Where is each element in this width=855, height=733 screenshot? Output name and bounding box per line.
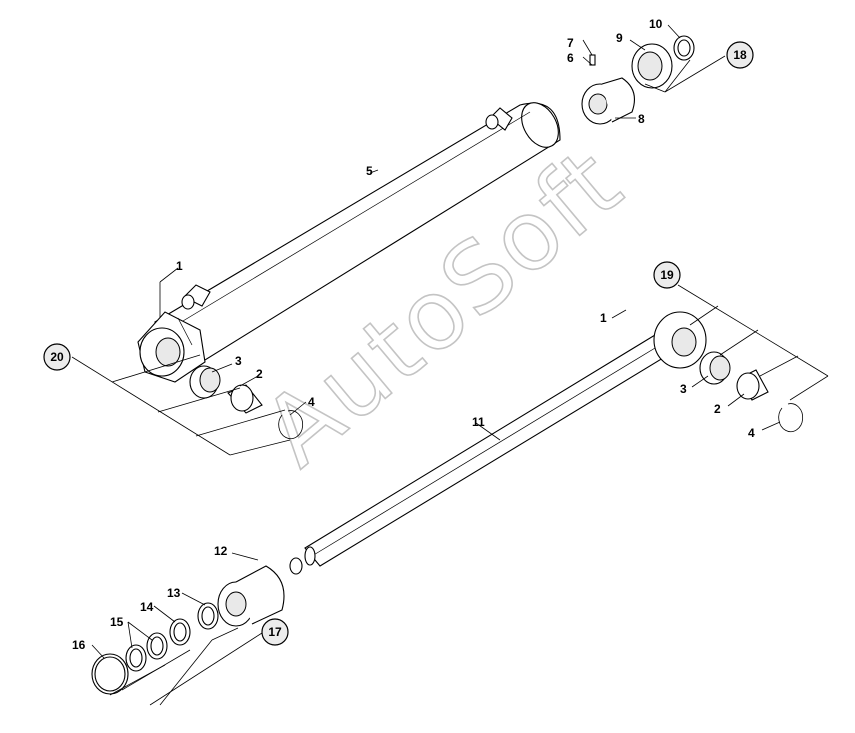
callout-12: 12: [214, 544, 228, 558]
wiper-ring: [631, 43, 673, 89]
snap-ring-right: [778, 403, 804, 432]
svg-text:19: 19: [660, 268, 674, 282]
callout-4-left: 4: [308, 395, 315, 409]
callout-15: 15: [110, 615, 124, 629]
bushing-right: [699, 351, 731, 385]
svg-text:17: 17: [268, 625, 282, 639]
callout-13: 13: [167, 586, 181, 600]
callout-8: 8: [638, 112, 645, 126]
callout-10: 10: [649, 17, 663, 31]
snap-ring-left: [278, 410, 304, 439]
callout-1-rod: 1: [600, 311, 607, 325]
callout-2-left: 2: [256, 367, 263, 381]
callout-14: 14: [140, 600, 154, 614]
callout-6: 6: [567, 51, 574, 65]
callout-9: 9: [616, 31, 623, 45]
piston: [217, 565, 285, 627]
bushing-left: [189, 365, 221, 399]
pin-left: [227, 384, 263, 414]
callout-5: 5: [366, 164, 373, 178]
callout-16: 16: [72, 638, 86, 652]
gland-head: [581, 54, 635, 125]
leader-lines: [71, 24, 829, 706]
seal-13: [197, 602, 219, 630]
pin-right: [736, 369, 769, 401]
callout-4-right: 4: [748, 426, 755, 440]
assembly-17: 17: [261, 618, 289, 646]
callout-2-right: 2: [714, 402, 721, 416]
svg-text:18: 18: [733, 48, 747, 62]
seal-15a: [146, 632, 168, 660]
seal-14: [169, 618, 191, 646]
callout-labels: 1 5 7 6 8 9 10 3 2 4 1 3 2 4 11 12 13 14…: [72, 17, 755, 652]
callout-3-left: 3: [235, 354, 242, 368]
callout-1-cylinder: 1: [176, 259, 183, 273]
piston-rod: [289, 311, 707, 575]
cylinder-barrel: [137, 102, 561, 383]
callout-11: 11: [472, 415, 485, 429]
assembly-19: 19: [653, 261, 681, 289]
o-ring-10: [673, 35, 695, 61]
assembly-20: 20: [43, 343, 71, 371]
svg-text:20: 20: [50, 350, 64, 364]
assembly-18: 18: [726, 41, 754, 69]
callout-3-right: 3: [680, 382, 687, 396]
callout-7: 7: [567, 36, 574, 50]
assembly-callouts: 17 18 19 20: [43, 41, 754, 646]
o-ring-16: [91, 653, 129, 695]
seal-15b: [125, 644, 147, 672]
